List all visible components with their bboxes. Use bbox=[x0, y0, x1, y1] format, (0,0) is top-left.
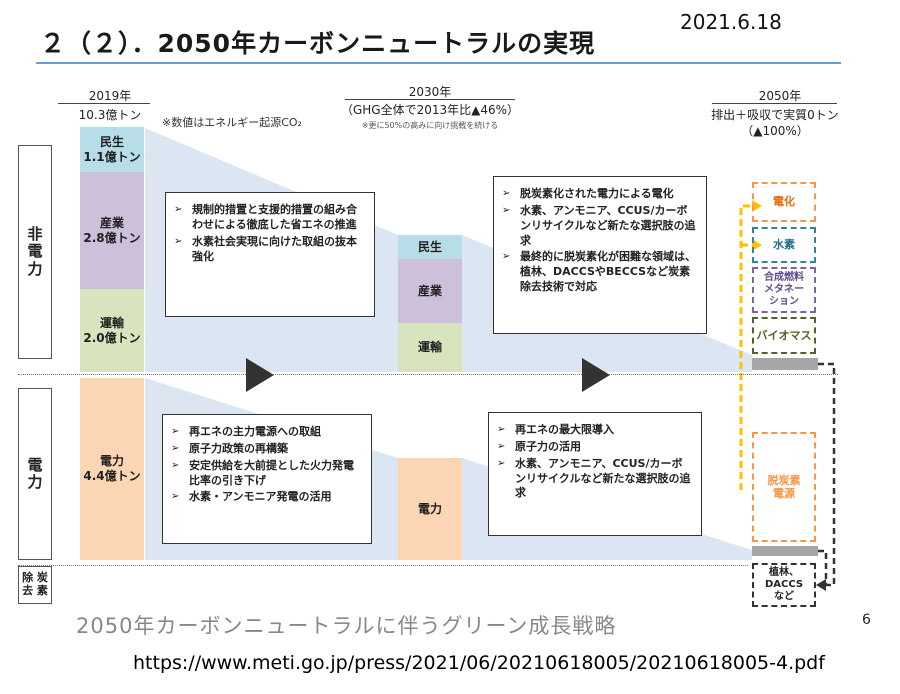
bar2019-minsei: 民生 1.1億トン bbox=[80, 127, 144, 172]
row-separator-1 bbox=[18, 374, 838, 375]
item-2050-suiso: 水素 bbox=[752, 227, 816, 263]
item-2050-denka: 電化 bbox=[752, 182, 816, 222]
page-title: ２（２）．2050年カーボンニュートラルの実現 bbox=[40, 29, 596, 58]
bar2019-sangyo-value: 2.8億トン bbox=[83, 230, 141, 245]
item-2050-datsutanso: 脱炭素 電源 bbox=[752, 432, 816, 542]
header-2030-sub: （GHG全体で2013年比▲46%） bbox=[340, 103, 520, 117]
header-2050-line bbox=[712, 103, 837, 104]
measures-box-nonpower-2050: 脱炭素化された電力による電化 水素、アンモニア、CCUS/カーボンリサイクルなど… bbox=[493, 176, 707, 334]
box3-item: 安定供給を大前提とした火力発電比率の引き下げ bbox=[171, 459, 363, 489]
header-2030-note: ※更に50%の高みに向け挑戦を続ける bbox=[361, 121, 499, 130]
row-separator-2 bbox=[18, 565, 748, 566]
bar2019-minsei-value: 1.1億トン bbox=[83, 149, 141, 164]
header-2019: 2019年 bbox=[88, 89, 132, 103]
item-2050-biomass: バイオマス bbox=[752, 317, 816, 354]
removal-arrow-power bbox=[818, 549, 828, 585]
bar2019-unyu-value: 2.0億トン bbox=[83, 330, 141, 345]
row-label-power: 電 力 bbox=[18, 388, 52, 560]
box2-item: 最終的に脱炭素化が困難な領域は、植林、DACCSやBECCSなど炭素除去技術で対… bbox=[502, 250, 698, 295]
arrow-head-denka bbox=[752, 200, 762, 212]
electrification-arrow bbox=[739, 204, 756, 490]
header-2050-sub: 排出＋吸収で実質0トン bbox=[711, 108, 839, 122]
box2-item: 水素、アンモニア、CCUS/カーボンリサイクルなど新たな選択肢の追求 bbox=[502, 204, 698, 249]
page-number: 6 bbox=[862, 612, 871, 628]
bar2030-minsei: 民生 bbox=[398, 235, 462, 259]
header-2030: 2030年 bbox=[408, 85, 452, 99]
item-2050-shokurin: 植林、 DACCS など bbox=[752, 563, 816, 607]
bar2019-minsei-name: 民生 bbox=[99, 134, 124, 149]
measures-box-power-2030: 再エネの主力電源への取組 原子力政策の再構築 安定供給を大前提とした火力発電比率… bbox=[162, 414, 372, 544]
title-rule bbox=[36, 62, 841, 64]
box1-item: 水素社会実現に向けた取組の抜本強化 bbox=[174, 235, 366, 265]
bar2019-unyu: 運輸 2.0億トン bbox=[80, 289, 144, 372]
removal-arrow-nonpower bbox=[818, 362, 836, 587]
header-2019-line bbox=[58, 103, 150, 104]
box4-item: 原子力の活用 bbox=[497, 440, 693, 455]
box2-item: 脱炭素化された電力による電化 bbox=[502, 187, 698, 202]
box3-item: 原子力政策の再構築 bbox=[171, 442, 363, 457]
arrow-head-suiso bbox=[752, 239, 762, 251]
progress-arrow-icon bbox=[582, 358, 610, 392]
residual-bar-power bbox=[752, 546, 818, 556]
measures-box-power-2050: 再エネの最大限導入 原子力の活用 水素、アンモニア、CCUS/カーボンリサイクル… bbox=[488, 412, 702, 536]
box4-item: 再エネの最大限導入 bbox=[497, 423, 693, 438]
bar2030-sangyo: 産業 bbox=[398, 259, 462, 323]
progress-arrow-icon bbox=[246, 358, 274, 392]
bar2030-unyu: 運輸 bbox=[398, 323, 462, 372]
arrow-head-removal-1 bbox=[816, 579, 826, 591]
bar2019-denryoku-name: 電力 bbox=[99, 454, 124, 468]
bar2019-denryoku-value: 4.4億トン bbox=[83, 469, 141, 483]
row-label-removal: 除 炭 去 素 bbox=[18, 566, 52, 604]
box4-item: 水素、アンモニア、CCUS/カーボンリサイクルなど新たな選択肢の追求 bbox=[497, 457, 693, 502]
footer-title: 2050年カーボンニュートラルに伴うグリーン成長戦略 bbox=[76, 614, 617, 638]
header-2050-sub2: （▲100%） bbox=[741, 124, 809, 138]
header-2019-note: ※数値はエネルギー起源CO₂ bbox=[162, 116, 302, 129]
row-label-nonpower: 非 電 力 bbox=[18, 145, 52, 359]
box3-item: 再エネの主力電源への取組 bbox=[171, 425, 363, 440]
date-label: 2021.6.18 bbox=[680, 10, 782, 34]
header-2030-line bbox=[345, 99, 515, 100]
source-url[interactable]: https://www.meti.go.jp/press/2021/06/202… bbox=[133, 652, 825, 674]
box3-item: 水素・アンモニア発電の活用 bbox=[171, 490, 363, 505]
box1-item: 規制的措置と支援的措置の組み合わせによる徹底した省エネの推進 bbox=[174, 203, 366, 233]
bar2019-denryoku: 電力 4.4億トン bbox=[80, 378, 144, 560]
header-2019-total: 10.3億トン bbox=[78, 108, 142, 122]
measures-box-nonpower-2030: 規制的措置と支援的措置の組み合わせによる徹底した省エネの推進 水素社会実現に向け… bbox=[165, 192, 375, 317]
header-2050: 2050年 bbox=[758, 89, 802, 103]
residual-bar-nonpower bbox=[752, 358, 818, 370]
bar2019-sangyo: 産業 2.8億トン bbox=[80, 172, 144, 289]
item-2050-gosei: 合成燃料 メタネー ション bbox=[752, 267, 816, 313]
bar2019-sangyo-name: 産業 bbox=[99, 215, 124, 230]
bar2019-unyu-name: 運輸 bbox=[99, 315, 124, 330]
bar2030-denryoku: 電力 bbox=[398, 458, 462, 560]
